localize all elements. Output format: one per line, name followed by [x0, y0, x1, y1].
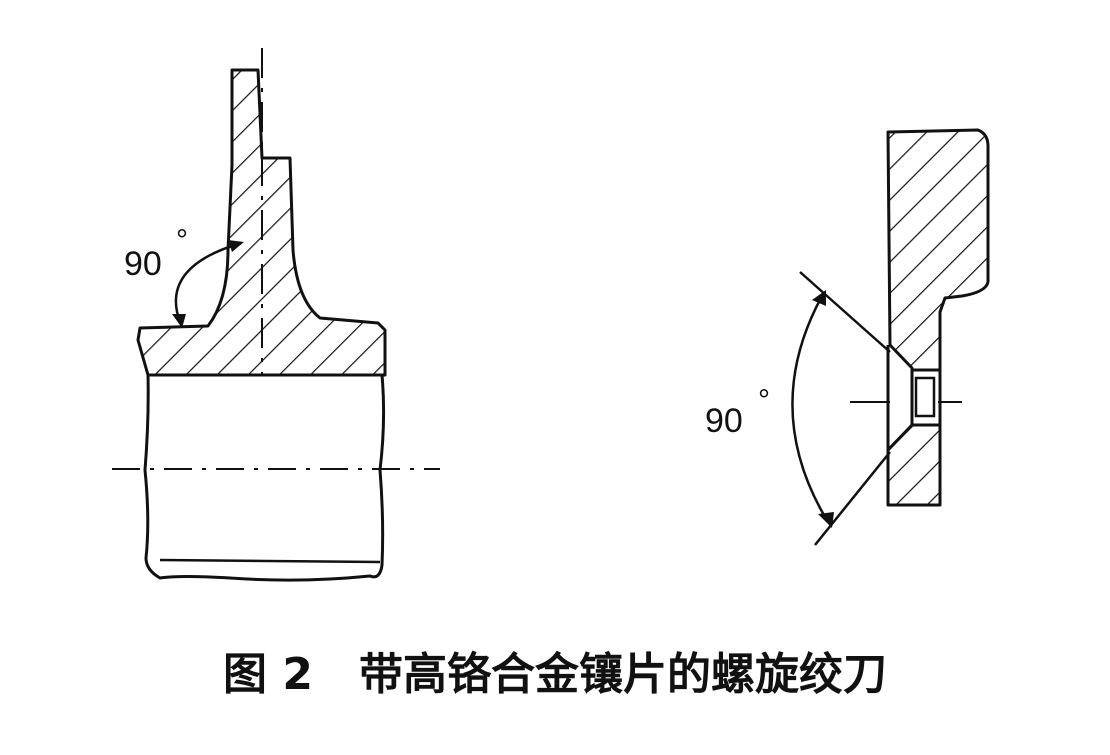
right-angle-arrowhead-bottom: [818, 512, 834, 528]
left-angle-arc: [174, 242, 239, 323]
left-section-view: 90 °: [112, 48, 440, 582]
right-upper-hatched-section: [886, 128, 990, 372]
right-section-view: 90 °: [705, 128, 990, 546]
left-angle-degree-symbol: °: [176, 224, 188, 257]
left-blade-hatched-section: [136, 68, 387, 377]
right-angle-degree-symbol: °: [758, 384, 770, 417]
right-lower-hatched-section: [886, 423, 942, 507]
right-extension-line-lower: [814, 451, 891, 546]
right-angle-arrowhead-top: [812, 290, 826, 306]
right-angle-label: 90: [705, 402, 743, 440]
figure-caption-number: 图 2: [223, 649, 313, 700]
left-shaft-bottom-edge: [159, 558, 381, 564]
right-angle-arc: [791, 295, 830, 523]
right-insert-slot: [914, 376, 936, 418]
left-angle-arrowhead-top: [228, 240, 244, 252]
left-shaft-body: [143, 373, 386, 582]
figure-caption: 图 2 带高铬合金镶片的螺旋绞刀: [0, 638, 1110, 702]
left-angle-arrowhead-bottom: [172, 314, 186, 328]
left-angle-label: 90: [124, 245, 162, 283]
technical-drawing: 90 ° 90 °: [112, 48, 990, 582]
right-extension-line-upper: [799, 271, 891, 353]
figure-caption-title: 带高铬合金镶片的螺旋绞刀: [358, 649, 887, 700]
